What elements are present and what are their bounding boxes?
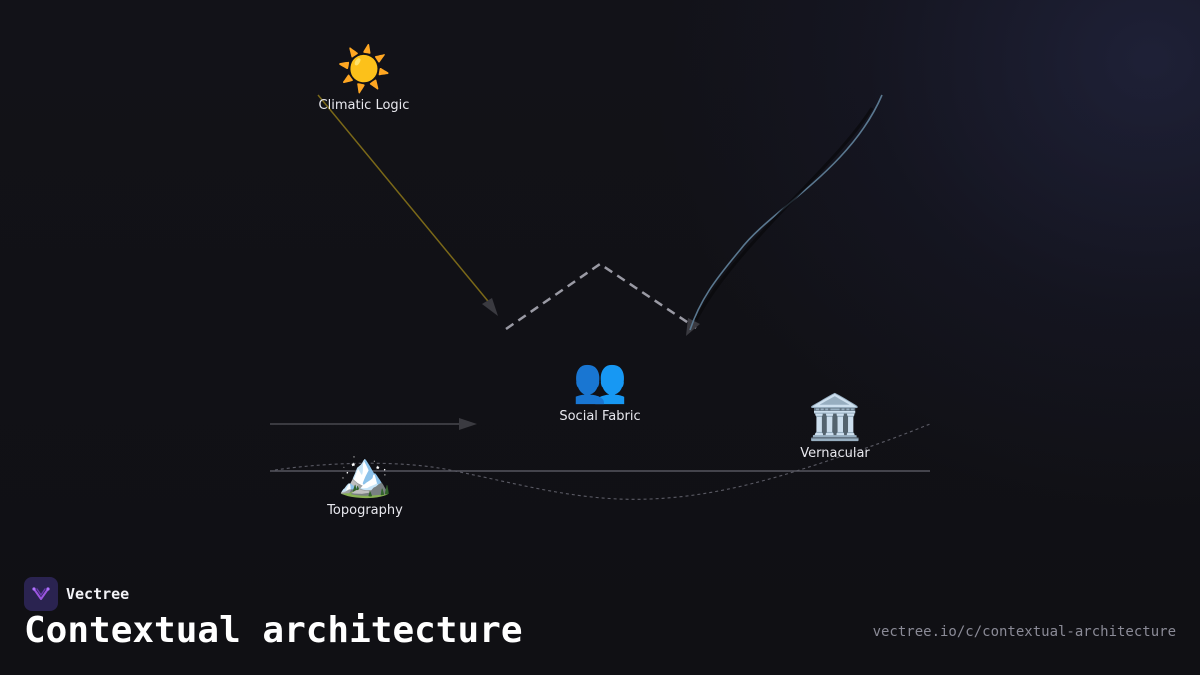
page-title: Contextual architecture	[24, 610, 523, 651]
sun-icon: ☀️	[336, 44, 392, 95]
node-label-social-fabric: Social Fabric	[559, 409, 641, 424]
node-label-climatic-logic: Climatic Logic	[318, 98, 410, 113]
climatic-arrow-line	[317, 94, 493, 307]
brand-name: Vectree	[66, 585, 130, 603]
node-topography: 🏔️ Topography	[327, 449, 403, 518]
roof-dashed-line	[505, 262, 697, 331]
page-url[interactable]: vectree.io/c/contextual-architecture	[872, 624, 1176, 640]
roof-arrow-head	[686, 318, 700, 336]
people-icon: 👥	[572, 355, 628, 406]
climatic-arrow-head	[482, 298, 498, 316]
node-label-vernacular: Vernacular	[800, 446, 870, 461]
wind-curve-shadow	[694, 107, 874, 321]
node-social-fabric: 👥 Social Fabric	[559, 355, 640, 424]
terrain-dotted-curve	[274, 423, 931, 500]
classical-building-icon: 🏛️	[807, 392, 863, 443]
node-label-topography: Topography	[327, 503, 403, 518]
node-climatic-logic: ☀️ Climatic Logic	[319, 44, 410, 113]
vectree-logo-icon	[24, 577, 58, 611]
left-arrow-head	[459, 418, 477, 430]
wind-curve	[689, 94, 883, 331]
mountain-icon: 🏔️	[337, 449, 393, 500]
brand: Vectree	[24, 577, 129, 611]
node-vernacular: 🏛️ Vernacular	[800, 392, 870, 461]
